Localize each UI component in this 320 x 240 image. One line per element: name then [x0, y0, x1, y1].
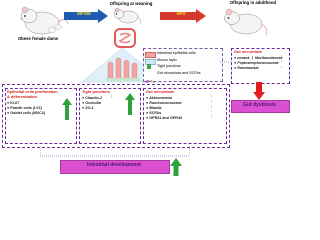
epithelial-title-line-0: Epithelial cells proliferation [7, 89, 58, 94]
right-box-title: Gut microbiota [234, 49, 262, 54]
dysbiosis-arrow [253, 82, 265, 100]
tight-junction-swatch [147, 64, 151, 69]
microbiota-box-title: Gut microbiota [146, 89, 174, 94]
right-box-item-0: ● norank_f_Muribaculaceae [234, 56, 283, 60]
microbiota-marker-3: ↑ [210, 109, 213, 115]
legend-item-tight: Tight junctions [145, 64, 221, 70]
adult-mouse-illustration [224, 8, 268, 36]
right-box-marker-2: ↑ [280, 66, 283, 71]
microbiota-item-2: ● Blautia [146, 105, 162, 110]
epithelial-box [5, 88, 77, 144]
intestinal-development-label: Intestinal development [86, 162, 142, 168]
microbiota-item-0-text: Akkermansia [149, 96, 173, 100]
epithelial-item-2-text: Goblet cells (MUC2) [10, 110, 46, 115]
tight-item-0-text: Claudin-2 [85, 96, 103, 100]
right-box-item-0-text: norank_f_Muribaculaceae [237, 56, 283, 60]
microbiota-item-4-text: GPR41 and GPR43 [149, 115, 183, 120]
right-box-marker-1: ↑ [280, 60, 283, 65]
microbiota-marker-4: ↑ [210, 114, 213, 120]
intestine-icon [114, 28, 136, 48]
bottom-findings-container [2, 84, 230, 148]
legend-label-microbiota: Gut microbiota and SCFAs [157, 71, 201, 75]
legend-item-microbiota: Gut microbiota and SCFAs [145, 71, 221, 83]
microbiota-swatch [145, 71, 155, 83]
legend-label-epithelial: Intestinal epithelial cells [157, 51, 196, 55]
tight-item-0-marker: ↓ [110, 94, 113, 100]
right-box-list: ● norank_f_Muribaculaceae ● Peptostrepto… [234, 56, 286, 71]
epithelial-item-1: ● Paneth cells (LYZ) [7, 105, 42, 110]
right-box-item-1: ● Peptostreptococcaceae [234, 60, 279, 65]
legend-to-right-box-connector [220, 61, 234, 63]
offspring-weaning-label: Offspring at weaning [109, 1, 153, 6]
epithelial-cell-swatch [145, 51, 156, 58]
microbiota-item-0: ● Akkermansia [146, 96, 173, 100]
tight-junction-box [79, 88, 141, 144]
epithelial-item-2: ● Goblet cells (MUC2) [7, 110, 46, 115]
tight-junction-list: ● Claudin-2 ● Occludin ● ZO-1 [82, 96, 102, 111]
tight-item-2-text: ZO-1 [85, 105, 94, 110]
offspring-adult-label: Offspring in adulthood [229, 0, 277, 5]
tight-junction-up-arrow [125, 93, 135, 115]
tight-item-1: ● Occludin [82, 100, 102, 105]
legend-box [143, 48, 223, 82]
epithelial-box-title: Epithelial cells proliferation & differe… [7, 89, 58, 100]
gut-dysbiosis-label: Gut dysbiosis [242, 101, 277, 108]
right-box-marker-0: ↓ [280, 54, 283, 59]
epithelial-item-1-text: Paneth cells (LYZ) [10, 105, 42, 110]
legend-label-tight: Tight junctions [157, 64, 181, 68]
microbiota-marker-2: ↑ [210, 104, 213, 110]
microbiota-item-3: ● SCFAs [146, 110, 162, 115]
bacteria-icon [145, 80, 155, 83]
legend-label-mucus: Mucus layer [157, 58, 177, 62]
tight-junction-title: Tight junctions [82, 89, 110, 94]
mfgm-label: MFGM [77, 11, 91, 16]
epithelial-up-arrow [62, 98, 72, 120]
epithelial-list: ● Ki-67 ● Paneth cells (LYZ) ● Goblet ce… [7, 101, 45, 116]
tight-item-1-text: Occludin [85, 100, 102, 105]
epithelial-title-line-1: & differentiation [7, 93, 37, 99]
epithelial-item-0: ● Ki-67 [7, 101, 20, 105]
hfd-label: HFD [176, 11, 186, 16]
dam-mouse-illustration [20, 6, 69, 35]
microbiota-item-1-text: Ruminococcaceae [149, 100, 182, 105]
microbiota-item-4: ● GPR41 and GPR43 [146, 115, 183, 120]
microbiota-box [143, 88, 227, 144]
mfgm-arrow [64, 9, 108, 23]
microbiota-item-1: ● Ruminococcaceae [146, 100, 182, 105]
hfd-arrow [160, 9, 206, 23]
microbiota-item-2-text: Blautia [149, 105, 162, 110]
epithelial-item-0-text: Ki-67 [10, 101, 20, 105]
tight-item-0: ● Claudin-2 [82, 96, 103, 100]
right-box-item-2: ● Romboutsia [234, 65, 259, 70]
microbiota-list: ● Akkermansia ● Ruminococcaceae ● Blauti… [146, 96, 182, 121]
intestinal-development-bar [60, 160, 170, 174]
tight-item-2: ● ZO-1 [82, 105, 94, 110]
development-up-arrow [170, 158, 182, 176]
gut-dysbiosis-bar [231, 100, 290, 113]
dams-label: Obese female dams [17, 36, 59, 41]
right-box-item-1-text: Peptostreptococcaceae [237, 60, 279, 65]
microbiota-item-3-text: SCFAs [149, 110, 162, 115]
microbiota-marker-0: ↑ [210, 94, 213, 100]
legend-item-epithelial: Intestinal epithelial cells [145, 51, 221, 58]
microbiota-marker-1: ↑ [210, 99, 213, 105]
development-bracket [40, 146, 190, 157]
right-box-item-2-text: Romboutsia [237, 65, 259, 70]
weaning-pup-illustration [113, 7, 141, 25]
